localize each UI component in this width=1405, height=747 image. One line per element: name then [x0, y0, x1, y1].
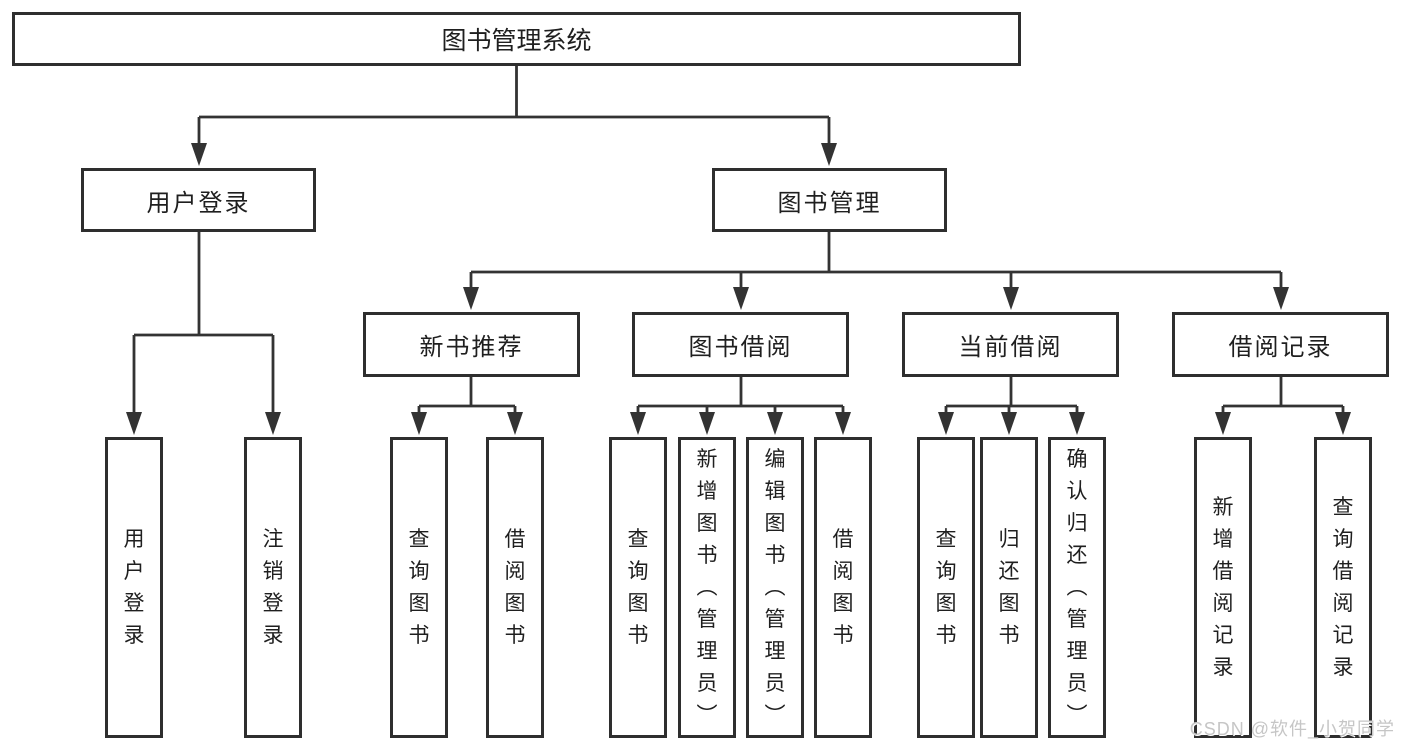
node-label: 注销登录 [262, 527, 284, 647]
arrowhead-down-icon [835, 412, 851, 435]
arrowhead-down-icon [507, 412, 523, 435]
node-label: 借阅图书 [832, 527, 854, 647]
watermark-text: CSDN @软件_小贺同学 [1189, 719, 1395, 739]
leaf-query-borrow-record: 查询借阅记录 [1314, 437, 1372, 738]
node-label: 借阅图书 [504, 527, 526, 647]
node-label: 查询图书 [408, 527, 430, 647]
node-label: 查询图书 [627, 527, 649, 647]
arrowhead-down-icon [265, 412, 281, 435]
leaf-add-book-admin: 新增图书︵管理员︶ [678, 437, 736, 738]
arrowhead-down-icon [821, 143, 837, 166]
node-label: 查询借阅记录 [1332, 495, 1354, 679]
node-borrowing-records: 借阅记录 [1172, 312, 1389, 377]
arrowhead-down-icon [1001, 412, 1017, 435]
node-label: 编辑图书︵管理员︶ [764, 447, 786, 727]
node-label: 新增图书︵管理员︶ [696, 447, 718, 727]
arrowhead-down-icon [699, 412, 715, 435]
node-label: 新增借阅记录 [1212, 495, 1234, 679]
arrowhead-down-icon [126, 412, 142, 435]
node-label: 用户登录 [123, 527, 145, 647]
leaf-add-borrow-record: 新增借阅记录 [1194, 437, 1252, 738]
arrowhead-down-icon [1003, 287, 1019, 310]
leaf-borrow-books: 借阅图书 [814, 437, 872, 738]
node-label: 图书管理系统 [441, 27, 592, 55]
arrowhead-down-icon [733, 287, 749, 310]
node-label: 查询图书 [935, 527, 957, 647]
leaf-edit-book-admin: 编辑图书︵管理员︶ [746, 437, 804, 738]
arrowhead-down-icon [1069, 412, 1085, 435]
arrowhead-down-icon [767, 412, 783, 435]
leaf-return-book: 归还图书 [980, 437, 1038, 738]
arrowhead-down-icon [463, 287, 479, 310]
arrowhead-down-icon [191, 143, 207, 166]
node-label: 新书推荐 [419, 334, 524, 361]
node-label: 确认归还︵管理员︶ [1066, 447, 1088, 727]
node-label: 归还图书 [998, 527, 1020, 647]
node-label: 借阅记录 [1228, 334, 1333, 361]
arrowhead-down-icon [1273, 287, 1289, 310]
arrowhead-down-icon [1215, 412, 1231, 435]
arrowhead-down-icon [630, 412, 646, 435]
arrowhead-down-icon [411, 412, 427, 435]
node-label: 图书管理 [777, 189, 882, 217]
leaf-user-login: 用户登录 [105, 437, 163, 738]
node-label: 当前借阅 [958, 334, 1063, 361]
leaf-query-books-current: 查询图书 [917, 437, 975, 738]
leaf-confirm-return-admin: 确认归还︵管理员︶ [1048, 437, 1106, 738]
node-book-management: 图书管理 [712, 168, 947, 232]
leaf-logout: 注销登录 [244, 437, 302, 738]
node-new-book-recommendation: 新书推荐 [363, 312, 580, 377]
node-current-borrowing: 当前借阅 [902, 312, 1119, 377]
node-label: 用户登录 [146, 189, 251, 217]
leaf-query-books-recommend: 查询图书 [390, 437, 448, 738]
leaf-query-books-borrowing: 查询图书 [609, 437, 667, 738]
node-label: 图书借阅 [688, 334, 793, 361]
node-library-management-system: 图书管理系统 [12, 12, 1021, 66]
leaf-borrow-books-recommend: 借阅图书 [486, 437, 544, 738]
node-user-login: 用户登录 [81, 168, 316, 232]
node-book-borrowing: 图书借阅 [632, 312, 849, 377]
arrowhead-down-icon [1335, 412, 1351, 435]
arrowhead-down-icon [938, 412, 954, 435]
